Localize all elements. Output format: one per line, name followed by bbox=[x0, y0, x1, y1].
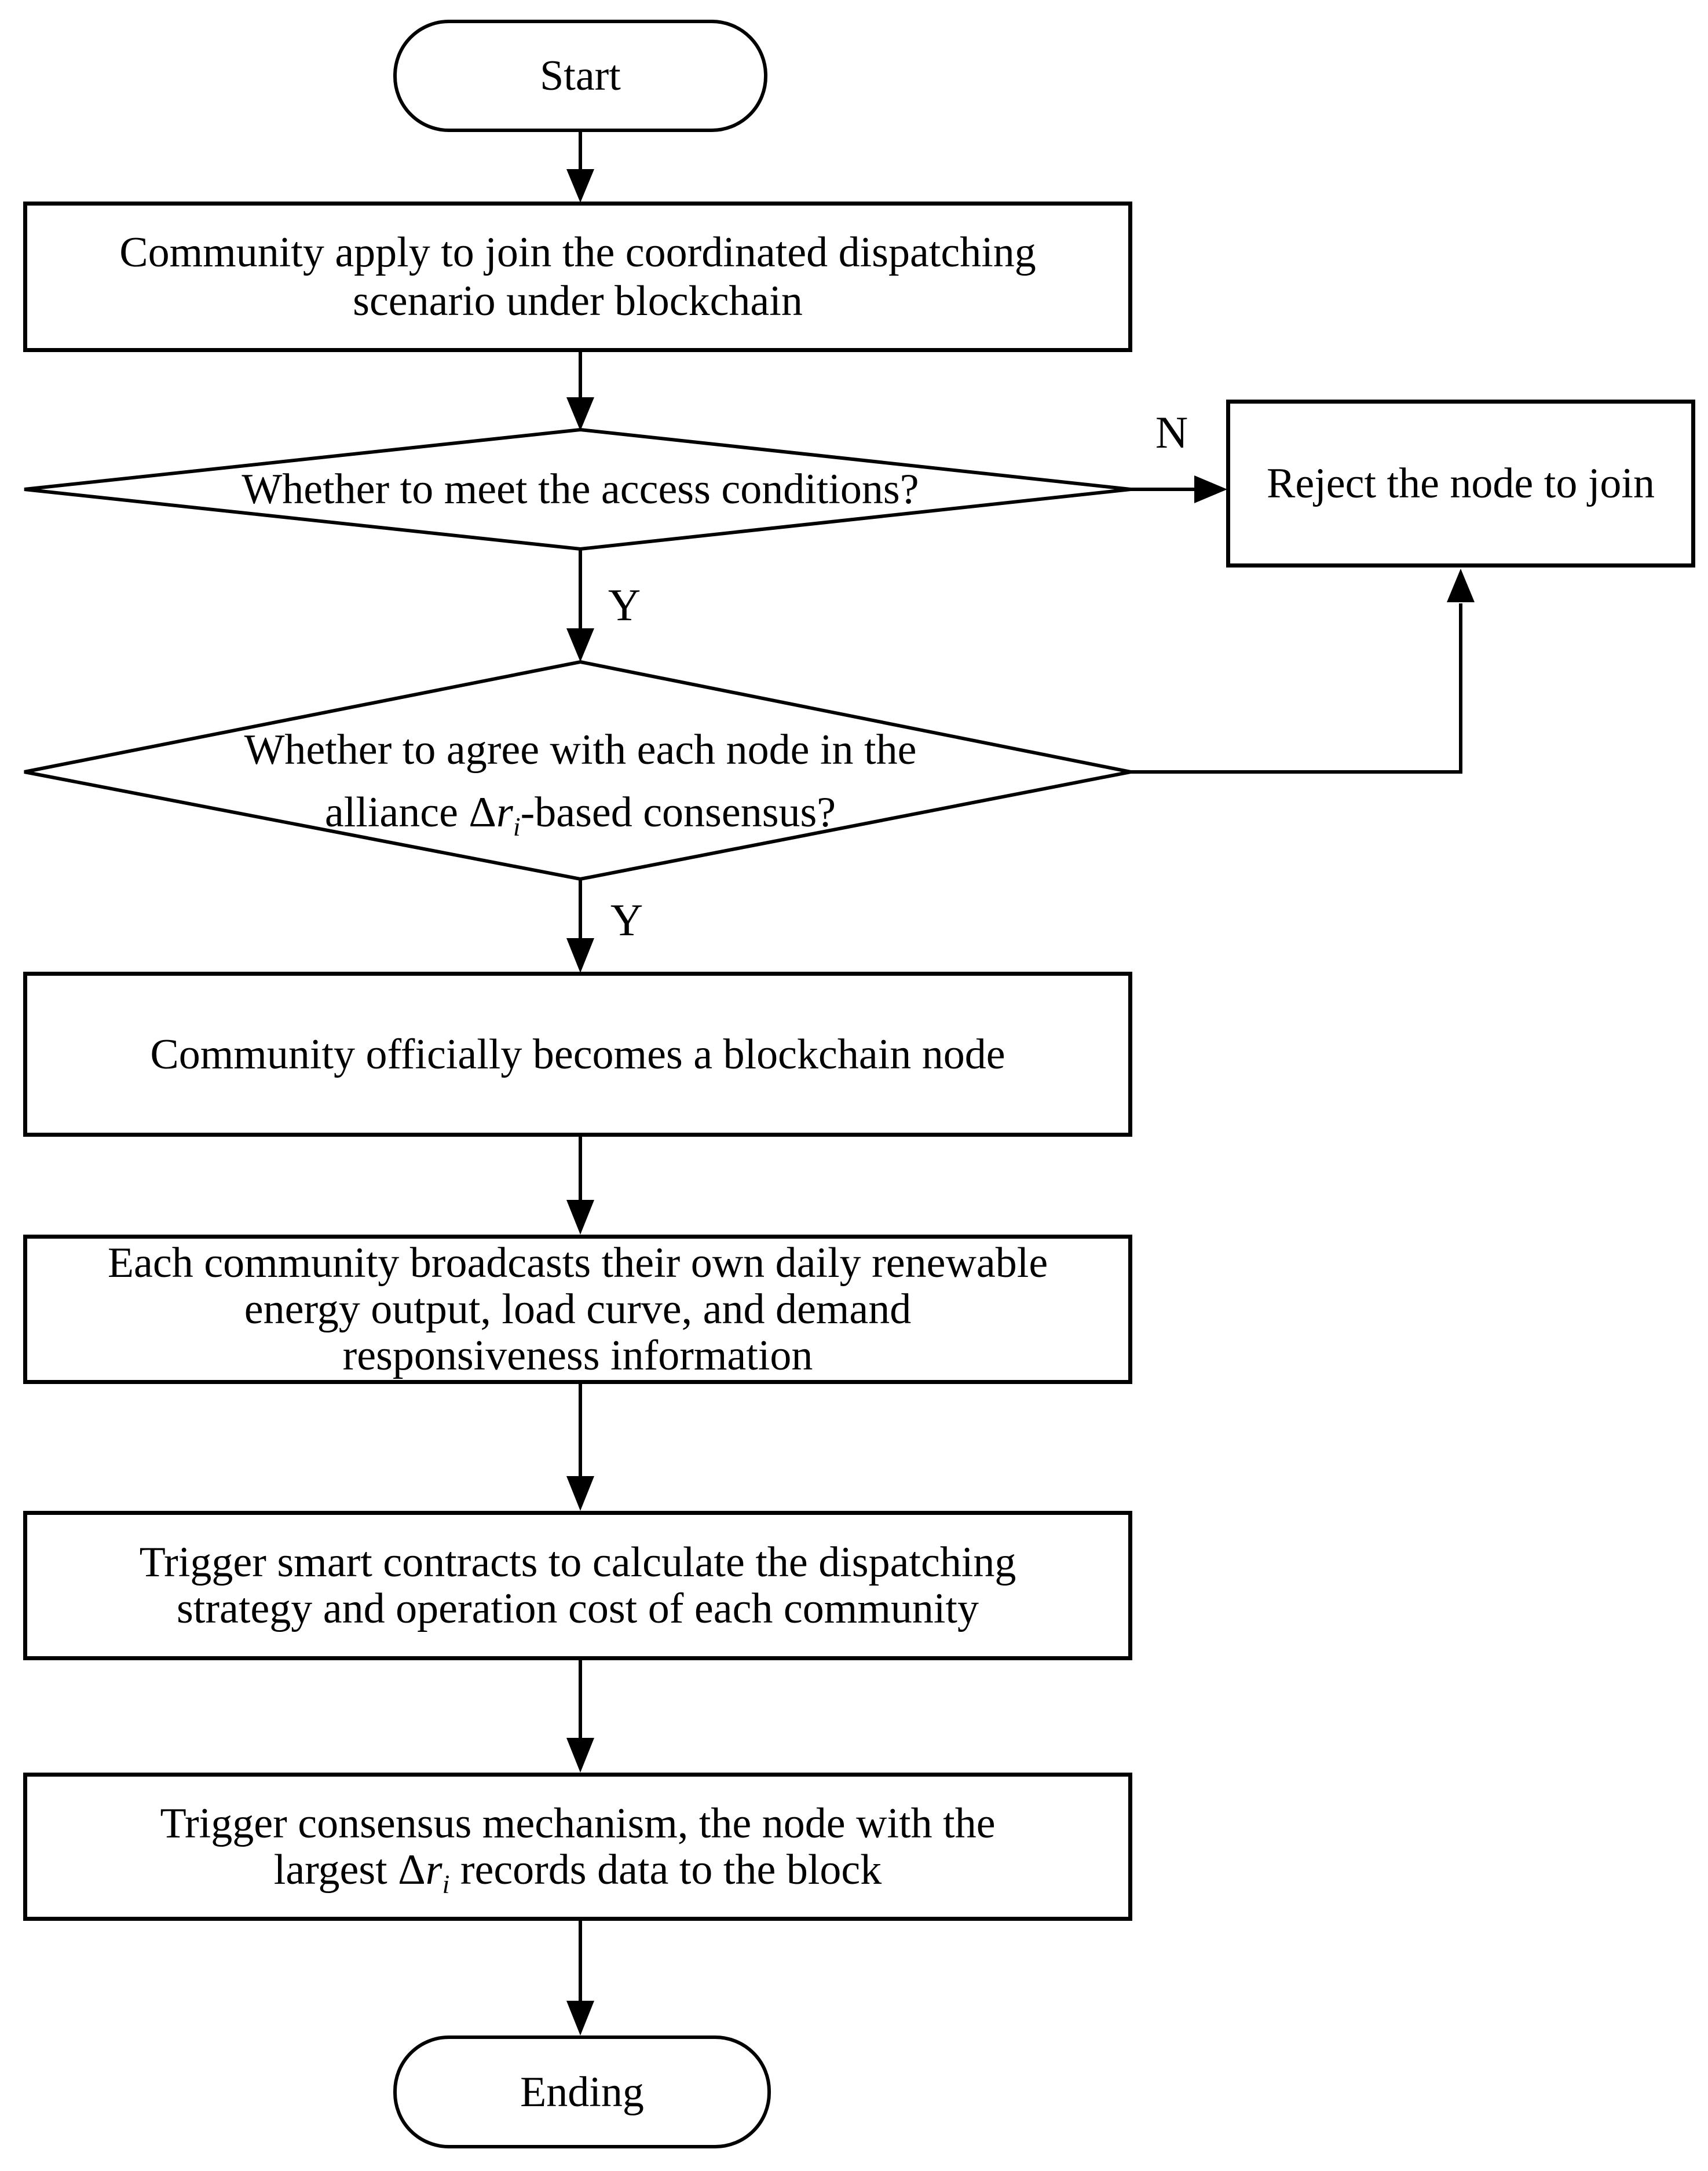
consensus-line2-var: r bbox=[496, 789, 513, 836]
ending-terminator: Ending bbox=[393, 2035, 771, 2148]
process-broadcast-line3: responsiveness information bbox=[342, 1332, 813, 1379]
arrowhead-mechanism-to-ending bbox=[566, 2001, 594, 2035]
arrowhead-broadcast-to-contracts bbox=[566, 1476, 594, 1511]
arrowhead-start-to-apply bbox=[566, 169, 594, 203]
arrowhead-apply-to-access bbox=[566, 397, 594, 431]
mechanism-line2-var: r bbox=[425, 1846, 442, 1894]
mechanism-line2-sub: i bbox=[442, 1869, 450, 1899]
process-broadcast-text: Each community broadcasts their own dail… bbox=[108, 1240, 1048, 1379]
arrowhead-consensus-no-to-reject bbox=[1447, 569, 1475, 602]
process-consensus-mechanism-line1: Trigger consensus mechanism, the node wi… bbox=[160, 1800, 996, 1847]
decision-consensus-line1: Whether to agree with each node in the bbox=[244, 726, 917, 774]
arrowhead-contracts-to-mechanism bbox=[566, 1738, 594, 1773]
process-consensus-mechanism-line2: largest Δri records data to the block bbox=[273, 1846, 882, 1897]
arrowhead-consensus-yes-to-become bbox=[566, 938, 594, 973]
process-broadcast-box: Each community broadcasts their own dail… bbox=[23, 1235, 1132, 1384]
mechanism-line2-pre: largest Δ bbox=[273, 1846, 426, 1894]
arrowhead-become-to-broadcast bbox=[566, 1200, 594, 1235]
process-become-node-box: Community officially becomes a blockchai… bbox=[23, 972, 1132, 1137]
arrowhead-access-yes-to-consensus bbox=[566, 628, 594, 662]
consensus-line2-sub: i bbox=[513, 811, 521, 841]
edge-label-no: N bbox=[1155, 407, 1188, 457]
decision-consensus-question: Whether to agree with each node in the a… bbox=[58, 719, 1103, 844]
process-smart-contracts-box: Trigger smart contracts to calculate the… bbox=[23, 1511, 1132, 1660]
process-smart-contracts-line1: Trigger smart contracts to calculate the… bbox=[139, 1539, 1016, 1586]
process-reject-label: Reject the node to join bbox=[1267, 460, 1655, 507]
process-apply-line1: Community apply to join the coordinated … bbox=[119, 229, 1036, 276]
process-broadcast-line1: Each community broadcasts their own dail… bbox=[107, 1239, 1048, 1287]
process-become-node-label: Community officially becomes a blockchai… bbox=[150, 1030, 1005, 1078]
ending-label: Ending bbox=[520, 2068, 644, 2116]
arrowhead-access-no-to-reject bbox=[1194, 475, 1227, 503]
process-reject-box: Reject the node to join bbox=[1226, 400, 1695, 568]
start-label: Start bbox=[540, 52, 621, 100]
process-apply-line2: scenario under blockchain bbox=[353, 277, 803, 325]
consensus-line2-post: -based consensus? bbox=[520, 789, 836, 836]
process-smart-contracts-text: Trigger smart contracts to calculate the… bbox=[140, 1539, 1016, 1632]
process-consensus-mechanism-text: Trigger consensus mechanism, the node wi… bbox=[160, 1800, 996, 1897]
decision-access-question: Whether to meet the access conditions? bbox=[242, 466, 919, 513]
process-smart-contracts-line2: strategy and operation cost of each comm… bbox=[176, 1585, 979, 1632]
consensus-line2-pre: alliance Δ bbox=[324, 789, 497, 836]
start-terminator: Start bbox=[393, 20, 767, 132]
edge-label-yes-consensus: Y bbox=[610, 895, 643, 945]
edge-consensus-no-to-reject bbox=[1129, 603, 1462, 774]
process-consensus-mechanism-box: Trigger consensus mechanism, the node wi… bbox=[23, 1773, 1132, 1921]
mechanism-line2-post: records data to the block bbox=[449, 1846, 882, 1894]
edge-label-yes-access: Y bbox=[608, 580, 641, 630]
process-broadcast-line2: energy output, load curve, and demand bbox=[244, 1286, 912, 1333]
process-apply-text: Community apply to join the coordinated … bbox=[119, 228, 1036, 325]
decision-consensus-line2: alliance Δri-based consensus? bbox=[58, 781, 1103, 844]
process-apply-box: Community apply to join the coordinated … bbox=[23, 202, 1132, 352]
